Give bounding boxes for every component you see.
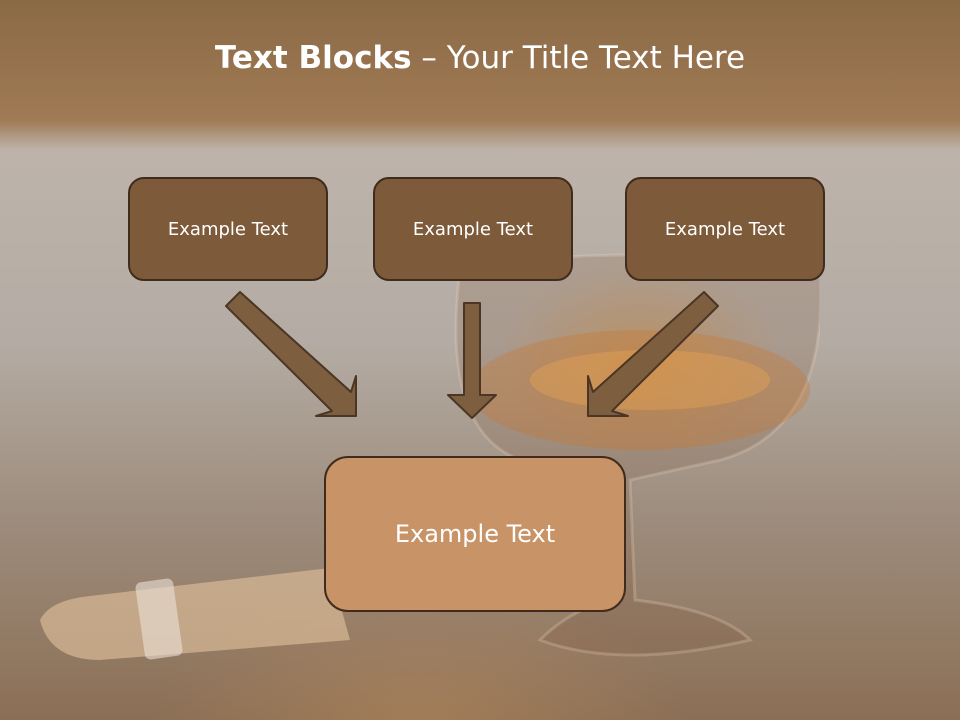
- slide-title: Text Blocks – Your Title Text Here: [0, 40, 960, 77]
- text-block-bottom[interactable]: Example Text: [324, 456, 626, 612]
- arrow-center-down: [447, 302, 497, 419]
- text-block-left[interactable]: Example Text: [128, 177, 328, 281]
- text-block-left-label: Example Text: [167, 218, 289, 240]
- text-block-right-label: Example Text: [664, 218, 786, 240]
- cigar-image: [40, 568, 350, 660]
- title-rest: Your Title Text Here: [446, 40, 746, 76]
- title-dash: –: [411, 40, 447, 76]
- brandy-glass-image: [454, 253, 820, 657]
- arrow-right-down-left: [587, 291, 719, 417]
- text-block-right[interactable]: Example Text: [625, 177, 825, 281]
- title-bold: Text Blocks: [214, 40, 412, 76]
- arrow-left-down-right: [225, 291, 357, 417]
- text-block-bottom-label: Example Text: [394, 520, 556, 548]
- text-block-center-label: Example Text: [412, 218, 534, 240]
- text-block-center[interactable]: Example Text: [373, 177, 573, 281]
